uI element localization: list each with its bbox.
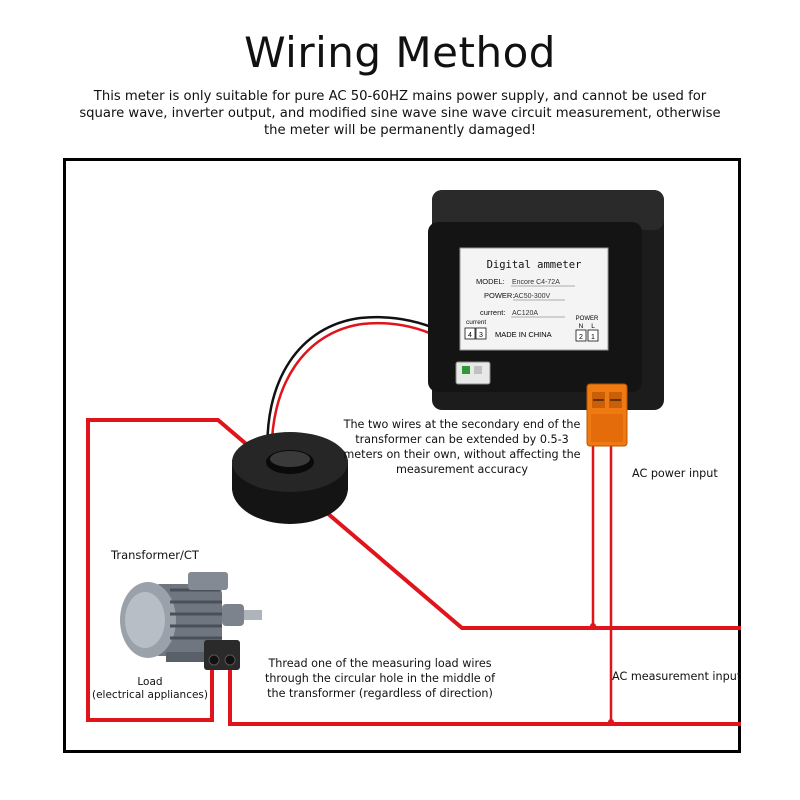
ct-connector xyxy=(455,361,491,385)
plate-current-terminals-label: current xyxy=(466,319,486,326)
terminal-2: 2 xyxy=(579,334,583,341)
ac-power-input-label: AC power input xyxy=(632,467,718,480)
plate-model-label: MODEL: xyxy=(476,277,505,286)
plate-made-in: MADE IN CHINA xyxy=(495,330,552,339)
warning-text: This meter is only suitable for pure AC … xyxy=(79,89,721,138)
extension-note: The two wires at the secondary end of th… xyxy=(343,418,581,476)
ac-measurement-input-label: AC measurement input xyxy=(612,670,742,683)
junction-dot xyxy=(590,623,596,629)
terminal-4: 4 xyxy=(468,332,472,339)
power-terminal-block xyxy=(586,383,628,447)
page-title: Wiring Method xyxy=(244,28,556,77)
load-wire-left xyxy=(86,418,741,722)
plate-model-value: Encore C4-72A xyxy=(512,279,560,286)
junction-dot xyxy=(608,719,614,725)
plate-power-value: AC50-300V xyxy=(514,293,551,300)
current-transformer xyxy=(232,432,348,524)
motor-load xyxy=(120,572,262,670)
terminal-3: 3 xyxy=(479,332,483,339)
diagram-frame xyxy=(63,158,741,753)
plate-current-value: AC120A xyxy=(512,310,538,317)
plate-heading: Digital ammeter xyxy=(487,259,582,271)
transformer-label: Transformer/CT xyxy=(111,548,199,562)
thread-note: Thread one of the measuring load wires t… xyxy=(264,657,496,700)
load-label: Load (electrical appliances) xyxy=(90,676,210,702)
digital-ammeter: Digital ammeter MODEL: Encore C4-72A POW… xyxy=(428,190,664,410)
plate-current-label: current: xyxy=(480,308,505,317)
terminal-n: N xyxy=(579,323,584,330)
load-subtitle: (electrical appliances) xyxy=(91,689,208,701)
plate-power-terminals-label: POWER xyxy=(576,316,599,322)
plate-power-label: POWER: xyxy=(484,291,514,300)
measurement-wires xyxy=(86,418,741,726)
terminal-l: L xyxy=(591,323,595,330)
load-title: Load xyxy=(137,676,163,688)
load-wire-right xyxy=(228,668,741,726)
terminal-1: 1 xyxy=(591,334,595,341)
